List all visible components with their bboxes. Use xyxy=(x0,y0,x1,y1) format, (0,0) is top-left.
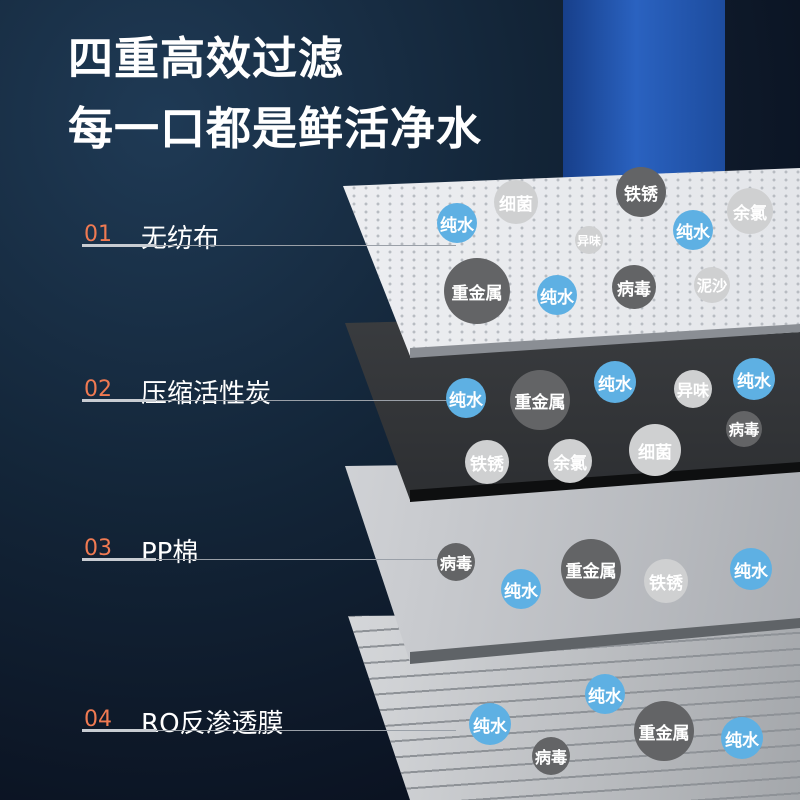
stage-label-2: 02 压缩活性炭 xyxy=(82,377,456,409)
contaminant-bubble: 余氯 xyxy=(727,188,773,234)
contaminant-bubble: 纯水 xyxy=(733,358,775,400)
stage-number: 03 xyxy=(84,536,112,561)
contaminant-bubble: 纯水 xyxy=(730,548,772,590)
stage-number: 04 xyxy=(84,707,112,732)
contaminant-bubble: 病毒 xyxy=(612,265,656,309)
contaminant-bubble: 重金属 xyxy=(444,258,510,324)
contaminant-bubble: 病毒 xyxy=(532,737,570,775)
stage-label-1: 01 无纺布 xyxy=(82,222,456,254)
divider xyxy=(82,729,156,732)
leader-line xyxy=(156,559,456,560)
contaminant-bubble: 纯水 xyxy=(585,674,625,714)
contaminant-bubble: 纯水 xyxy=(446,378,486,418)
contaminant-bubble: 重金属 xyxy=(561,539,621,599)
filter-column xyxy=(563,0,725,200)
contaminant-bubble: 纯水 xyxy=(437,203,477,243)
stage-number: 01 xyxy=(84,222,112,247)
contaminant-bubble: 纯水 xyxy=(673,210,713,250)
leader-line xyxy=(156,730,456,731)
stage-number: 02 xyxy=(84,377,112,402)
contaminant-bubble: 纯水 xyxy=(721,717,763,759)
leader-line xyxy=(156,400,456,401)
contaminant-bubble: 纯水 xyxy=(469,703,511,745)
headline-line2: 每一口都是鲜活净水 xyxy=(68,102,483,155)
divider xyxy=(82,558,156,561)
stage-name: 压缩活性炭 xyxy=(141,379,272,409)
contaminant-bubble: 异味 xyxy=(674,370,712,408)
stage-name: RO反渗透膜 xyxy=(141,709,284,739)
divider xyxy=(82,244,156,247)
contaminant-bubble: 铁锈 xyxy=(644,559,688,603)
contaminant-bubble: 异味 xyxy=(575,226,603,254)
stage-label-3: 03 PP棉 xyxy=(82,536,456,568)
stage-label-4: 04 RO反渗透膜 xyxy=(82,707,456,739)
contaminant-bubble: 铁锈 xyxy=(616,167,666,217)
contaminant-bubble: 细菌 xyxy=(629,424,681,476)
contaminant-bubble: 泥沙 xyxy=(694,267,730,303)
stage-name: 无纺布 xyxy=(141,224,220,254)
contaminant-bubble: 铁锈 xyxy=(465,440,509,484)
leader-line xyxy=(156,245,456,246)
contaminant-bubble: 病毒 xyxy=(437,543,475,581)
contaminant-bubble: 纯水 xyxy=(537,275,577,315)
contaminant-bubble: 细菌 xyxy=(494,180,538,224)
contaminant-bubble: 纯水 xyxy=(501,569,541,609)
headline-line1: 四重高效过滤 xyxy=(68,32,345,85)
contaminant-bubble: 病毒 xyxy=(726,411,762,447)
contaminant-bubble: 纯水 xyxy=(594,361,636,403)
contaminant-bubble: 余氯 xyxy=(548,439,592,483)
contaminant-bubble: 重金属 xyxy=(634,701,694,761)
stage-name: PP棉 xyxy=(141,538,199,568)
contaminant-bubble: 重金属 xyxy=(510,370,570,430)
divider xyxy=(82,399,156,402)
